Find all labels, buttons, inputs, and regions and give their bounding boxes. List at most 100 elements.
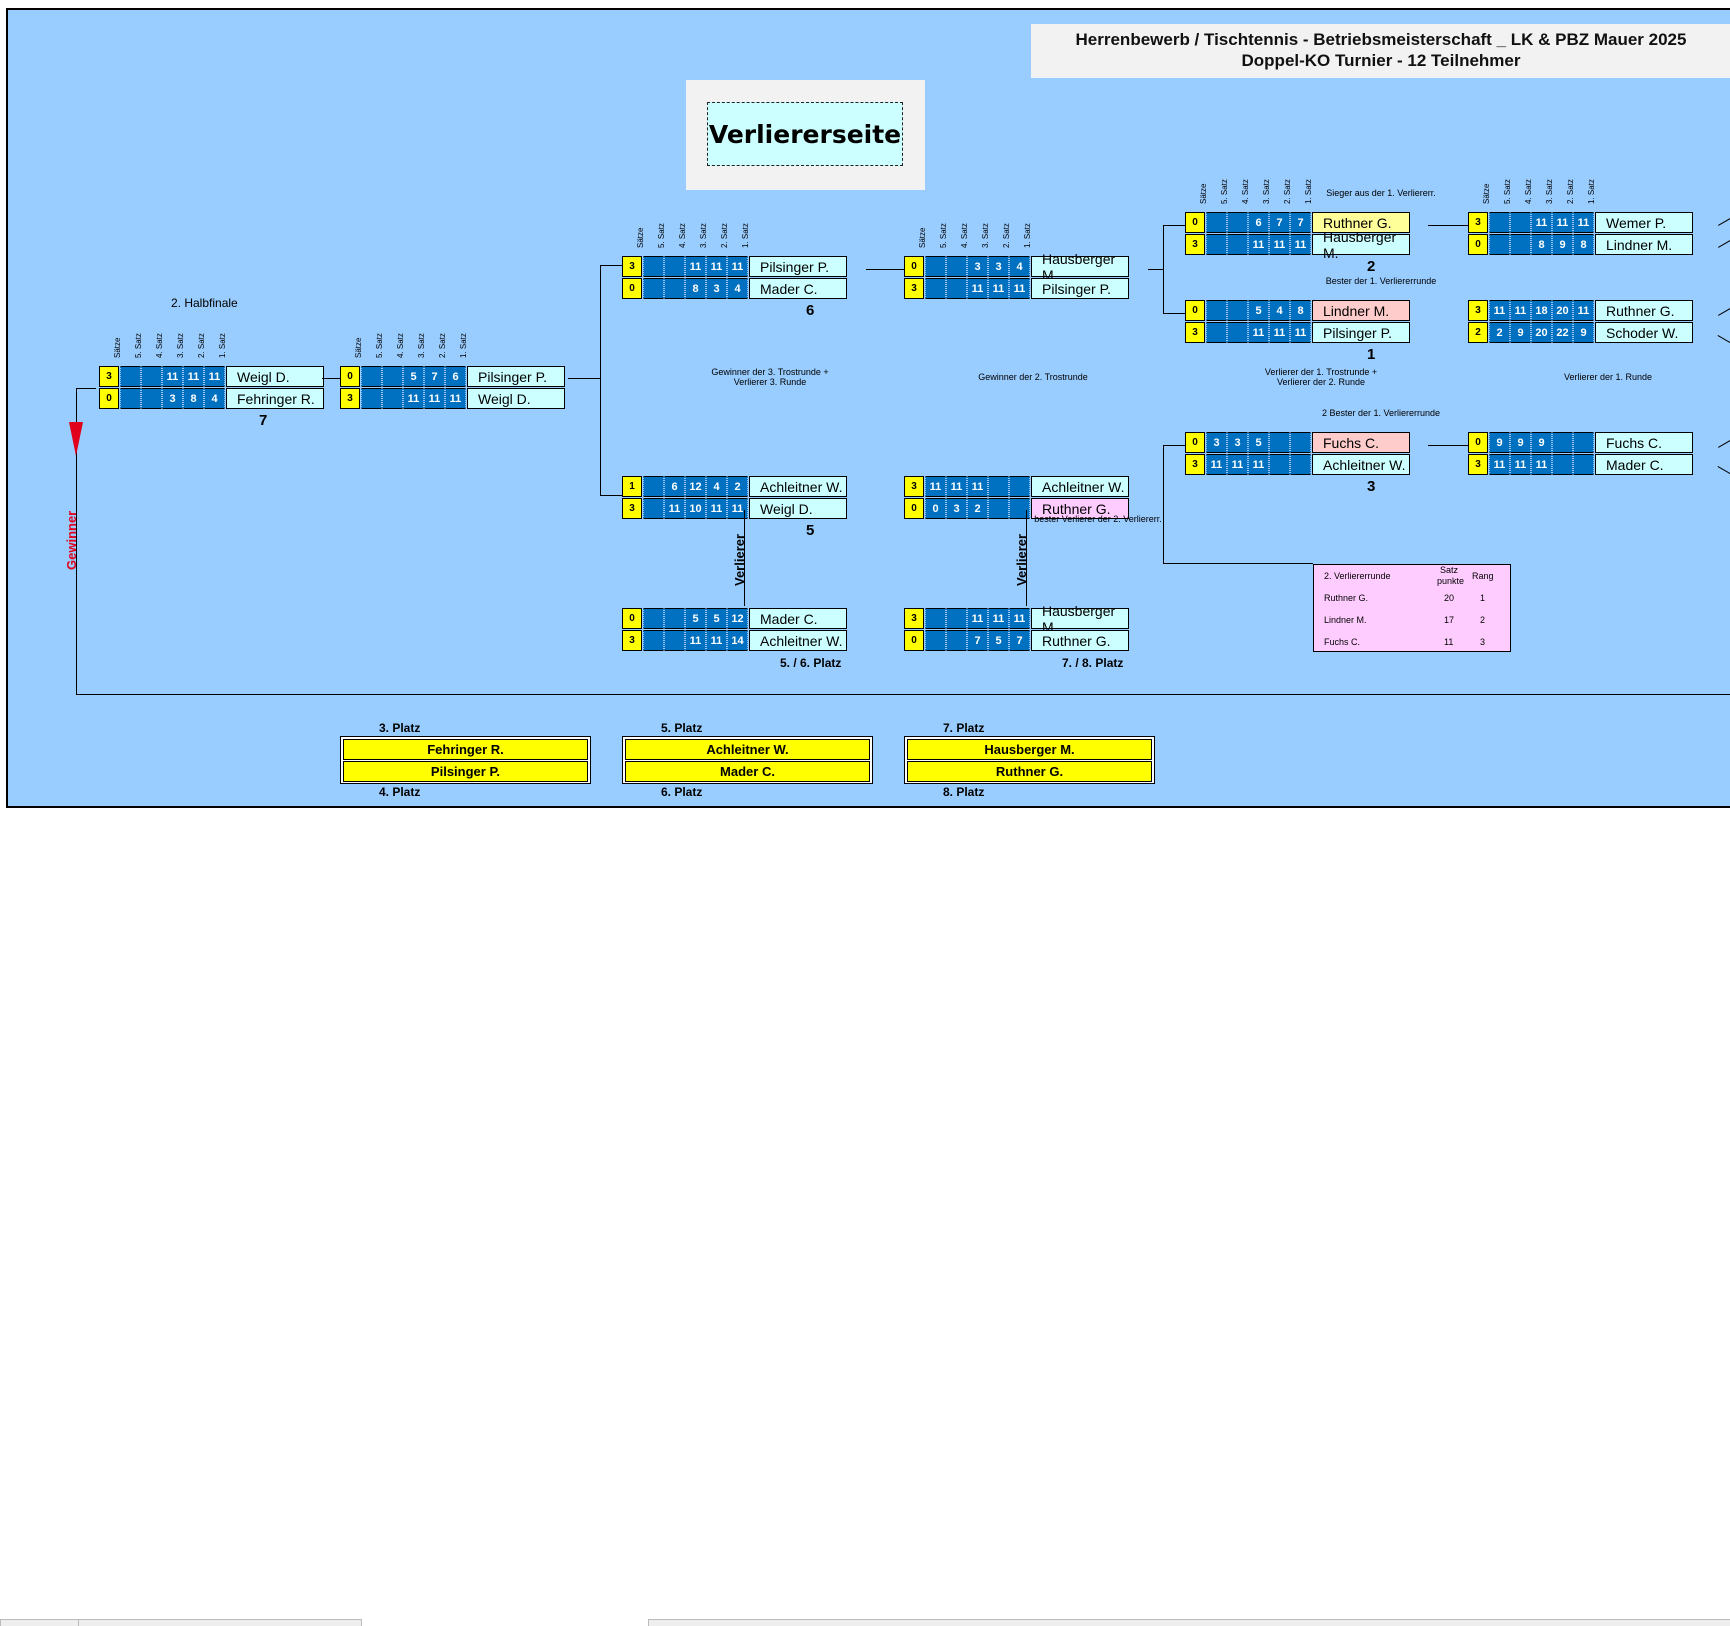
set-score-cell[interactable]: 11 bbox=[1552, 212, 1573, 233]
set-score-cell[interactable]: 5 bbox=[1248, 432, 1269, 453]
set-score-cell[interactable] bbox=[1552, 432, 1573, 453]
player-name-cell[interactable]: Hausberger M. bbox=[1312, 234, 1410, 255]
set-score-cell[interactable]: 11 bbox=[988, 278, 1009, 299]
set-score-cell[interactable]: 2 bbox=[727, 476, 748, 497]
player-name-cell[interactable]: Ruthner G. bbox=[1031, 630, 1129, 651]
set-score-cell[interactable]: 9 bbox=[1510, 322, 1531, 343]
set-score-cell[interactable]: 5 bbox=[988, 630, 1009, 651]
set-score-cell[interactable]: 11 bbox=[664, 498, 685, 519]
set-score-cell[interactable]: 11 bbox=[967, 608, 988, 629]
sets-won-cell[interactable]: 3 bbox=[904, 608, 924, 629]
set-score-cell[interactable]: 20 bbox=[1531, 322, 1552, 343]
set-score-cell[interactable]: 11 bbox=[967, 476, 988, 497]
set-score-cell[interactable] bbox=[1227, 212, 1248, 233]
set-score-cell[interactable] bbox=[1206, 212, 1227, 233]
set-score-cell[interactable]: 6 bbox=[664, 476, 685, 497]
set-score-cell[interactable]: 4 bbox=[1009, 256, 1030, 277]
player-name-cell[interactable]: Hausberger M. bbox=[1031, 608, 1129, 629]
set-score-cell[interactable]: 3 bbox=[1206, 432, 1227, 453]
set-score-cell[interactable]: 11 bbox=[1290, 322, 1311, 343]
sets-won-cell[interactable]: 0 bbox=[904, 630, 924, 651]
set-score-cell[interactable]: 11 bbox=[1489, 454, 1510, 475]
set-score-cell[interactable] bbox=[141, 366, 162, 387]
player-name-cell[interactable]: Pilsinger P. bbox=[749, 256, 847, 277]
horizontal-scrollbar[interactable] bbox=[648, 1619, 1730, 1626]
sheet-tab[interactable] bbox=[78, 1619, 362, 1626]
set-score-cell[interactable]: 8 bbox=[685, 278, 706, 299]
set-score-cell[interactable]: 3 bbox=[946, 498, 967, 519]
set-score-cell[interactable]: 4 bbox=[706, 476, 727, 497]
set-score-cell[interactable]: 11 bbox=[403, 388, 424, 409]
set-score-cell[interactable] bbox=[361, 388, 382, 409]
set-score-cell[interactable]: 11 bbox=[1206, 454, 1227, 475]
set-score-cell[interactable]: 11 bbox=[727, 256, 748, 277]
set-score-cell[interactable]: 22 bbox=[1552, 322, 1573, 343]
set-score-cell[interactable]: 7 bbox=[1290, 212, 1311, 233]
set-score-cell[interactable]: 11 bbox=[1531, 212, 1552, 233]
sets-won-cell[interactable]: 0 bbox=[99, 388, 119, 409]
sets-won-cell[interactable]: 3 bbox=[1185, 322, 1205, 343]
set-score-cell[interactable]: 9 bbox=[1552, 234, 1573, 255]
set-score-cell[interactable] bbox=[120, 388, 141, 409]
set-score-cell[interactable] bbox=[1009, 476, 1030, 497]
player-name-cell[interactable]: Hausberger M. bbox=[1031, 256, 1129, 277]
sets-won-cell[interactable]: 0 bbox=[340, 366, 360, 387]
sets-won-cell[interactable]: 3 bbox=[904, 278, 924, 299]
set-score-cell[interactable] bbox=[643, 498, 664, 519]
set-score-cell[interactable]: 11 bbox=[445, 388, 466, 409]
set-score-cell[interactable]: 2 bbox=[1489, 322, 1510, 343]
set-score-cell[interactable]: 11 bbox=[1573, 212, 1594, 233]
set-score-cell[interactable] bbox=[1510, 234, 1531, 255]
set-score-cell[interactable] bbox=[925, 608, 946, 629]
set-score-cell[interactable]: 20 bbox=[1552, 300, 1573, 321]
set-score-cell[interactable] bbox=[1206, 234, 1227, 255]
set-score-cell[interactable]: 9 bbox=[1573, 322, 1594, 343]
set-score-cell[interactable]: 11 bbox=[183, 366, 204, 387]
set-score-cell[interactable]: 9 bbox=[1531, 432, 1552, 453]
player-name-cell[interactable]: Weigl D. bbox=[226, 366, 324, 387]
set-score-cell[interactable]: 2 bbox=[967, 498, 988, 519]
player-name-cell[interactable]: Lindner M. bbox=[1595, 234, 1693, 255]
set-score-cell[interactable]: 11 bbox=[1009, 608, 1030, 629]
set-score-cell[interactable]: 12 bbox=[685, 476, 706, 497]
set-score-cell[interactable]: 11 bbox=[706, 498, 727, 519]
set-score-cell[interactable] bbox=[120, 366, 141, 387]
sets-won-cell[interactable]: 0 bbox=[1185, 212, 1205, 233]
player-name-cell[interactable]: Schoder W. bbox=[1595, 322, 1693, 343]
sets-won-cell[interactable]: 3 bbox=[1185, 454, 1205, 475]
set-score-cell[interactable]: 11 bbox=[204, 366, 225, 387]
player-name-cell[interactable]: Weigl D. bbox=[467, 388, 565, 409]
player-name-cell[interactable]: Wemer P. bbox=[1595, 212, 1693, 233]
set-score-cell[interactable] bbox=[1573, 432, 1594, 453]
set-score-cell[interactable] bbox=[382, 366, 403, 387]
set-score-cell[interactable]: 11 bbox=[946, 476, 967, 497]
sets-won-cell[interactable]: 3 bbox=[1468, 300, 1488, 321]
set-score-cell[interactable]: 8 bbox=[183, 388, 204, 409]
set-score-cell[interactable]: 7 bbox=[967, 630, 988, 651]
sets-won-cell[interactable]: 0 bbox=[1468, 234, 1488, 255]
set-score-cell[interactable] bbox=[643, 278, 664, 299]
set-score-cell[interactable]: 8 bbox=[1573, 234, 1594, 255]
set-score-cell[interactable]: 14 bbox=[727, 630, 748, 651]
set-score-cell[interactable]: 8 bbox=[1531, 234, 1552, 255]
set-score-cell[interactable]: 3 bbox=[706, 278, 727, 299]
set-score-cell[interactable]: 4 bbox=[727, 278, 748, 299]
sets-won-cell[interactable]: 1 bbox=[622, 476, 642, 497]
player-name-cell[interactable]: Pilsinger P. bbox=[1312, 322, 1410, 343]
set-score-cell[interactable]: 5 bbox=[403, 366, 424, 387]
set-score-cell[interactable] bbox=[946, 608, 967, 629]
set-score-cell[interactable] bbox=[988, 476, 1009, 497]
player-name-cell[interactable]: Ruthner G. bbox=[1595, 300, 1693, 321]
set-score-cell[interactable]: 11 bbox=[1510, 300, 1531, 321]
player-name-cell[interactable]: Achleitner W. bbox=[749, 476, 847, 497]
set-score-cell[interactable]: 11 bbox=[1573, 300, 1594, 321]
set-score-cell[interactable]: 7 bbox=[424, 366, 445, 387]
set-score-cell[interactable]: 11 bbox=[1227, 454, 1248, 475]
sets-won-cell[interactable]: 3 bbox=[904, 476, 924, 497]
set-score-cell[interactable]: 3 bbox=[988, 256, 1009, 277]
sets-won-cell[interactable]: 0 bbox=[622, 608, 642, 629]
set-score-cell[interactable]: 7 bbox=[1009, 630, 1030, 651]
player-name-cell[interactable]: Mader C. bbox=[749, 278, 847, 299]
sets-won-cell[interactable]: 0 bbox=[622, 278, 642, 299]
sets-won-cell[interactable]: 3 bbox=[1185, 234, 1205, 255]
